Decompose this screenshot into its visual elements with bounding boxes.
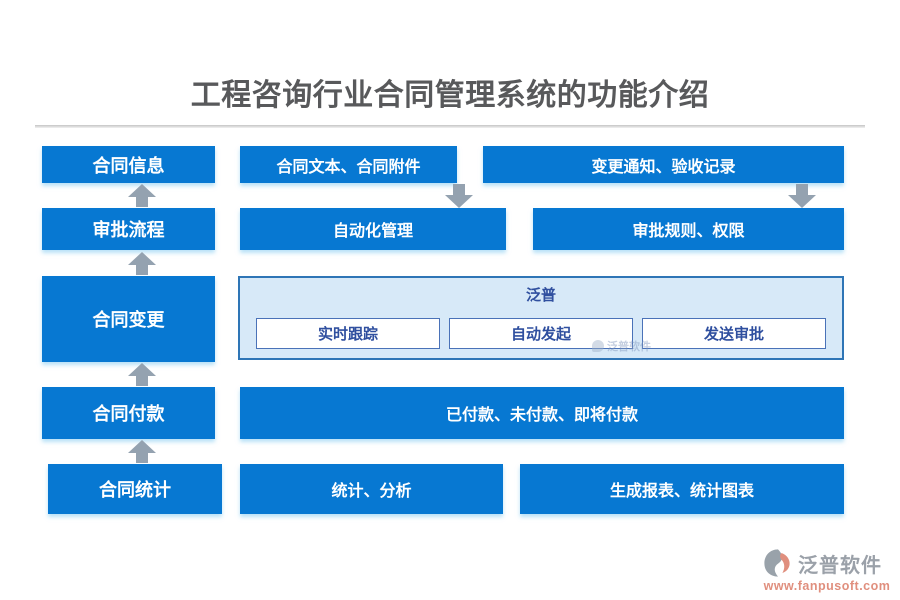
detail-box-contract-documents: 合同文本、合同附件 (240, 146, 457, 183)
flow-box-contract-statistics: 合同统计 (48, 464, 222, 514)
detail-box-statistics-analysis: 统计、分析 (240, 464, 503, 514)
flow-box-contract-info: 合同信息 (42, 146, 215, 183)
detail-box-reports-charts: 生成报表、统计图表 (520, 464, 844, 514)
watermark-text: 泛普软件 (607, 341, 651, 353)
flow-box-contract-change: 合同变更 (42, 276, 215, 362)
panel-header: 泛普 (525, 287, 556, 304)
title-divider (35, 125, 865, 128)
pill-auto-initiate: 自动发起 (449, 318, 633, 349)
brand-url: www.fanpusoft.com (763, 579, 891, 593)
arrow-up-icon (128, 252, 156, 275)
detail-box-payment-status: 已付款、未付款、即将付款 (240, 387, 844, 439)
arrow-down-icon (788, 184, 816, 208)
arrow-up-icon (128, 184, 156, 207)
pill-realtime-tracking: 实时跟踪 (256, 318, 440, 349)
brand-name: 泛普软件 (798, 554, 882, 577)
fanpu-logo-icon (764, 549, 790, 577)
panel-pill-row: 实时跟踪 自动发起 发送审批 (256, 318, 826, 349)
panel-watermark: 泛普软件 (592, 338, 651, 354)
flow-box-contract-payment: 合同付款 (42, 387, 215, 439)
arrow-up-icon (128, 363, 156, 386)
page-title: 工程咨询行业合同管理系统的功能介绍 (190, 79, 710, 112)
flow-box-approval-process: 审批流程 (42, 208, 215, 250)
detail-box-change-notice-records: 变更通知、验收记录 (483, 146, 844, 183)
pill-send-approval: 发送审批 (642, 318, 826, 349)
fanpu-feature-panel: 泛普 实时跟踪 自动发起 发送审批 泛普软件 (238, 276, 844, 360)
fanpu-logo-row: 泛普软件 (762, 547, 892, 579)
detail-box-approval-rules-permissions: 审批规则、权限 (533, 208, 844, 250)
arrow-up-icon (128, 440, 156, 463)
fanpu-logo: 泛普软件 www.fanpusoft.com (762, 547, 892, 593)
watermark-swirl-icon (592, 340, 604, 352)
detail-box-automation-management: 自动化管理 (240, 208, 506, 250)
arrow-down-icon (445, 184, 473, 208)
